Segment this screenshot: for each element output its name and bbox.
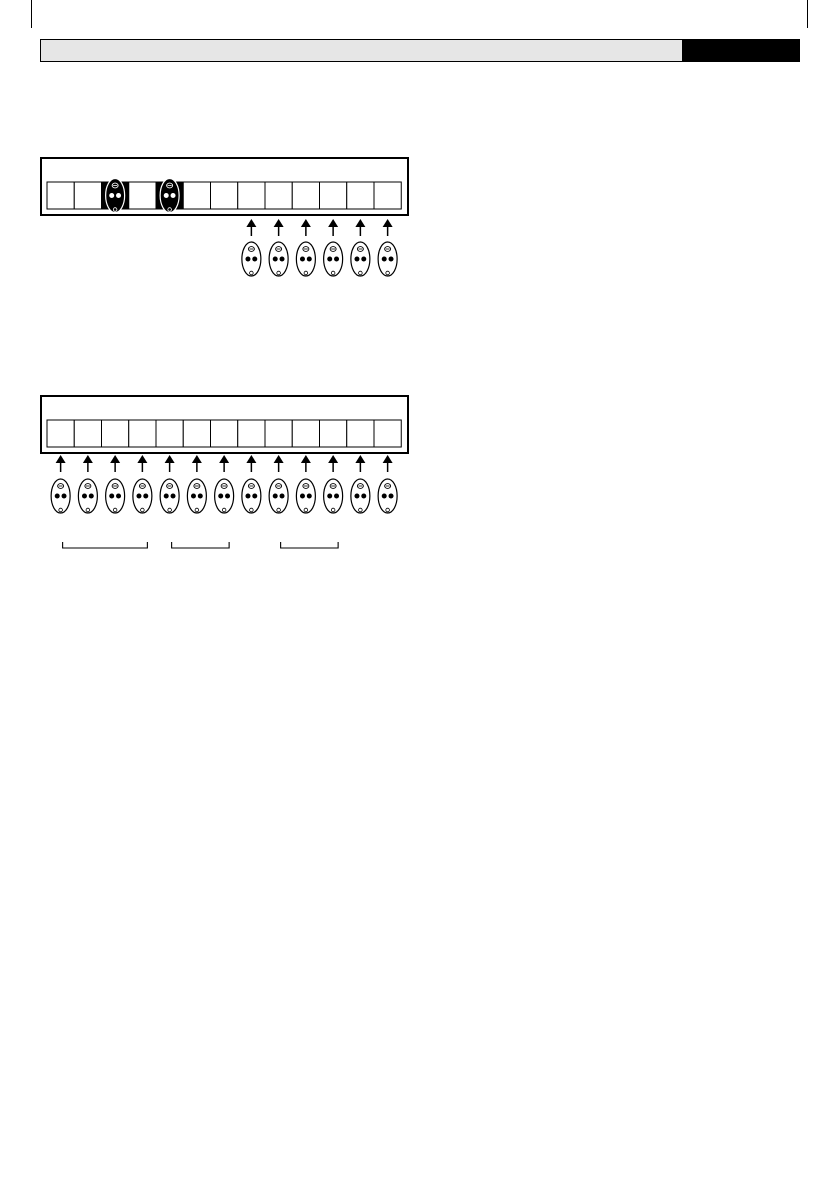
memory-figure-2	[0, 390, 420, 560]
arrow-up-icon	[137, 455, 147, 472]
arrow-up-icon	[274, 219, 284, 236]
memory-slot	[374, 182, 401, 209]
group-bracket	[172, 542, 230, 548]
remote-control-icon	[133, 479, 152, 513]
memory-slot	[265, 182, 292, 209]
arrow-up-icon	[56, 455, 66, 472]
header-block	[682, 39, 800, 62]
group-bracket	[63, 542, 148, 548]
remote-control-icon	[106, 479, 125, 513]
remote-control-icon	[51, 479, 70, 513]
memory-slot	[292, 182, 319, 209]
remote-control-icon	[78, 479, 97, 513]
memory-slot	[347, 420, 374, 447]
arrow-up-icon	[383, 455, 393, 472]
memory-slot	[129, 182, 156, 209]
arrow-up-icon	[83, 455, 93, 472]
memory-slot	[292, 420, 319, 447]
arrow-up-icon	[355, 219, 365, 236]
memory-figure-1	[0, 150, 420, 290]
remote-control-icon	[296, 479, 315, 513]
remote-control-icon	[215, 479, 234, 513]
remote-control-icon	[378, 242, 397, 276]
remote-control-icon	[187, 479, 206, 513]
arrow-up-icon	[165, 455, 175, 472]
remote-control-icon	[324, 479, 343, 513]
arrow-up-icon	[192, 455, 202, 472]
memory-slot	[47, 420, 74, 447]
memory-slot	[102, 420, 129, 447]
memory-slot	[129, 420, 156, 447]
remote-control-icon	[351, 242, 370, 276]
arrow-up-icon	[274, 455, 284, 472]
group-bracket	[281, 542, 339, 548]
remote-control-icon	[242, 242, 261, 276]
page-corner-mark-right	[807, 0, 808, 28]
remote-control-icon	[242, 479, 261, 513]
arrow-up-icon	[301, 219, 311, 236]
arrow-up-icon	[301, 455, 311, 472]
remote-control-icon	[296, 242, 315, 276]
arrow-up-icon	[246, 219, 256, 236]
memory-slot	[265, 420, 292, 447]
memory-slot	[238, 420, 265, 447]
memory-slot	[74, 182, 101, 209]
memory-slot	[183, 182, 210, 209]
arrow-up-icon	[246, 455, 256, 472]
arrow-up-icon	[328, 455, 338, 472]
memory-slot	[211, 420, 238, 447]
memory-slot	[211, 182, 238, 209]
arrow-up-icon	[110, 455, 120, 472]
arrow-up-icon	[355, 455, 365, 472]
arrow-up-icon	[219, 455, 229, 472]
remote-control-icon	[106, 179, 125, 213]
memory-slot	[74, 420, 101, 447]
memory-slot	[238, 182, 265, 209]
header-bar	[40, 39, 799, 62]
memory-slot	[320, 182, 347, 209]
memory-slot	[183, 420, 210, 447]
memory-slot	[320, 420, 347, 447]
remote-control-icon	[160, 479, 179, 513]
arrow-up-icon	[328, 219, 338, 236]
remote-control-icon	[351, 479, 370, 513]
memory-slot	[156, 420, 183, 447]
memory-slot	[347, 182, 374, 209]
remote-control-icon	[160, 179, 179, 213]
memory-slot	[47, 182, 74, 209]
remote-control-icon	[324, 242, 343, 276]
page-corner-mark-left	[31, 0, 32, 28]
memory-slot	[374, 420, 401, 447]
remote-control-icon	[269, 479, 288, 513]
arrow-up-icon	[383, 219, 393, 236]
remote-control-icon	[269, 242, 288, 276]
remote-control-icon	[378, 479, 397, 513]
